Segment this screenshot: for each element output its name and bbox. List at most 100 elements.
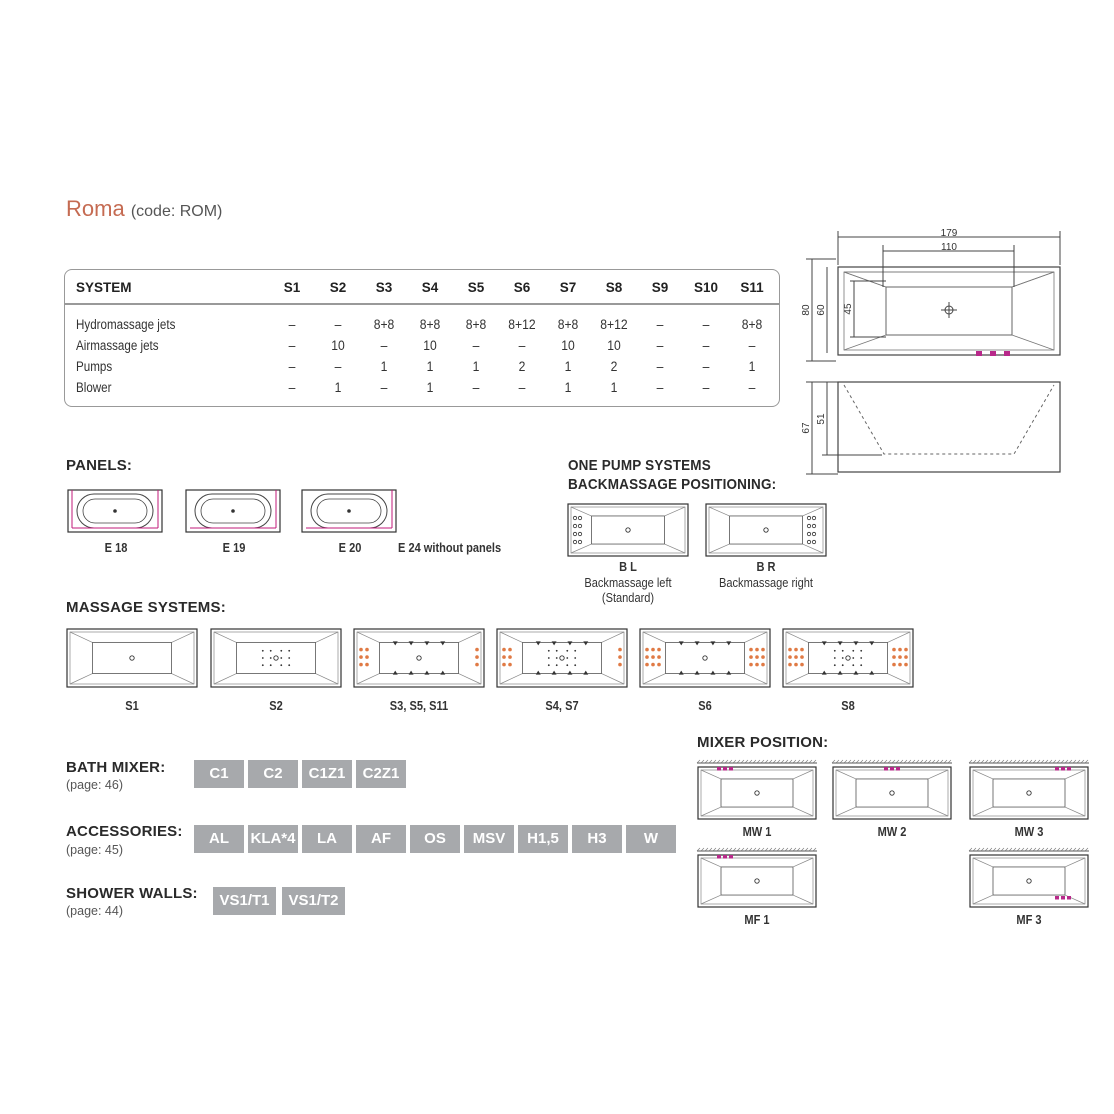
accessories-option[interactable]: AF	[356, 825, 406, 853]
mixer-position-label: MF 1	[744, 912, 770, 927]
spec-cell: –	[702, 338, 710, 353]
spec-row-label: Airmassage jets	[76, 338, 159, 353]
spec-cell: –	[472, 338, 480, 353]
accessories-page: (page: 45)	[66, 843, 123, 857]
spec-cell: 10	[607, 338, 621, 353]
shower-walls-option[interactable]: VS1/T1	[213, 887, 276, 915]
spec-cell: –	[748, 380, 756, 395]
spec-row-label: Pumps	[76, 359, 113, 374]
backmassage-diagram	[705, 503, 827, 557]
spec-cell: –	[518, 380, 526, 395]
massage-system-diagram	[782, 628, 914, 688]
spec-header-s6: S6	[513, 280, 531, 295]
mixer-position-diagram	[968, 847, 1089, 908]
spec-header-s7: S7	[559, 280, 577, 295]
bath-mixer-option[interactable]: C1Z1	[302, 760, 352, 788]
spec-cell: 8+12	[508, 317, 536, 332]
mixer-position-diagram	[696, 759, 817, 820]
spec-header-divider	[64, 303, 780, 305]
mixer-position-label: MF 3	[1016, 912, 1042, 927]
shower-walls-page: (page: 44)	[66, 904, 123, 918]
dim-outer-height: 67	[801, 422, 812, 434]
massage-system-diagram	[496, 628, 628, 688]
spec-cell: 1	[426, 359, 434, 374]
panel-diagram	[67, 489, 163, 533]
spec-cell: 1	[380, 359, 388, 374]
spec-cell: –	[518, 338, 526, 353]
panel-label: E 19	[222, 540, 246, 555]
product-code: (code: ROM)	[130, 203, 223, 220]
product-name: Roma	[66, 196, 125, 221]
spec-cell: 1	[610, 380, 618, 395]
accessories-option[interactable]: AL	[194, 825, 244, 853]
spec-table	[64, 269, 780, 407]
product-title: Roma (code: ROM)	[66, 196, 222, 222]
dim-outer-width: 80	[801, 304, 812, 316]
bath-mixer-option[interactable]: C2Z1	[356, 760, 406, 788]
massage-system-diagram	[353, 628, 485, 688]
spec-cell: –	[656, 380, 664, 395]
panels-note: E 24 without panels	[398, 540, 502, 555]
spec-cell: –	[748, 338, 756, 353]
spec-cell: –	[656, 338, 664, 353]
panel-diagram	[301, 489, 397, 533]
backmassage-desc: Backmassage left	[584, 575, 672, 590]
spec-cell: –	[288, 338, 296, 353]
spec-cell: –	[334, 359, 342, 374]
spec-header-s3: S3	[375, 280, 393, 295]
accessories-heading: ACCESSORIES:	[66, 823, 183, 840]
mixer-position-diagram	[696, 847, 817, 908]
accessories-option[interactable]: LA	[302, 825, 352, 853]
spec-cell: 2	[610, 359, 618, 374]
shower-walls-heading: SHOWER WALLS:	[66, 885, 198, 902]
mixer-position-label: MW 1	[742, 824, 772, 839]
accessories-option[interactable]: W	[626, 825, 676, 853]
bath-mixer-option[interactable]: C2	[248, 760, 298, 788]
spec-header-s9: S9	[651, 280, 669, 295]
backmassage-heading-2: BACKMASSAGE POSITIONING:	[568, 476, 777, 493]
backmassage-heading-1: ONE PUMP SYSTEMS	[568, 457, 711, 474]
accessories-option[interactable]: MSV	[464, 825, 514, 853]
spec-cell: –	[288, 359, 296, 374]
dim-inner-height: 51	[816, 413, 827, 425]
spec-header-s11: S11	[740, 280, 764, 295]
spec-cell: –	[656, 317, 664, 332]
spec-cell: 1	[564, 359, 572, 374]
panel-label: E 20	[338, 540, 362, 555]
dim-basin-width: 45	[843, 303, 854, 315]
massage-system-label: S3, S5, S11	[389, 698, 449, 713]
spec-cell: 8+12	[600, 317, 628, 332]
spec-cell: 8+8	[741, 317, 763, 332]
dim-inner-length: 110	[941, 242, 957, 253]
spec-cell: –	[702, 317, 710, 332]
spec-cell: –	[702, 380, 710, 395]
spec-cell: 1	[472, 359, 480, 374]
accessories-option[interactable]: H1,5	[518, 825, 568, 853]
spec-cell: 1	[426, 380, 434, 395]
backmassage-code: B L	[619, 559, 637, 574]
spec-header-s2: S2	[329, 280, 347, 295]
panel-label: E 18	[104, 540, 128, 555]
massage-systems-heading: MASSAGE SYSTEMS:	[66, 599, 226, 616]
spec-cell: –	[702, 359, 710, 374]
spec-header-system: SYSTEM	[76, 280, 132, 295]
mixer-position-diagram	[831, 759, 952, 820]
spec-cell: –	[334, 317, 342, 332]
massage-system-label: S2	[269, 698, 283, 713]
dim-inner-width: 60	[816, 304, 827, 316]
accessories-option[interactable]: H3	[572, 825, 622, 853]
shower-walls-option[interactable]: VS1/T2	[282, 887, 345, 915]
panel-diagram	[185, 489, 281, 533]
accessories-option[interactable]: KLA*4	[248, 825, 298, 853]
dimension-drawing: 179 110 80 60 45 67 51	[801, 228, 1061, 475]
massage-system-diagram	[639, 628, 771, 688]
bath-mixer-option[interactable]: C1	[194, 760, 244, 788]
accessories-option[interactable]: OS	[410, 825, 460, 853]
spec-row-label: Hydromassage jets	[76, 317, 176, 332]
panels-heading: PANELS:	[66, 457, 133, 474]
backmassage-desc: Backmassage right	[719, 575, 813, 590]
spec-cell: 1	[334, 380, 342, 395]
spec-cell: –	[288, 317, 296, 332]
backmassage-note: (Standard)	[601, 590, 655, 605]
spec-cell: 10	[423, 338, 437, 353]
